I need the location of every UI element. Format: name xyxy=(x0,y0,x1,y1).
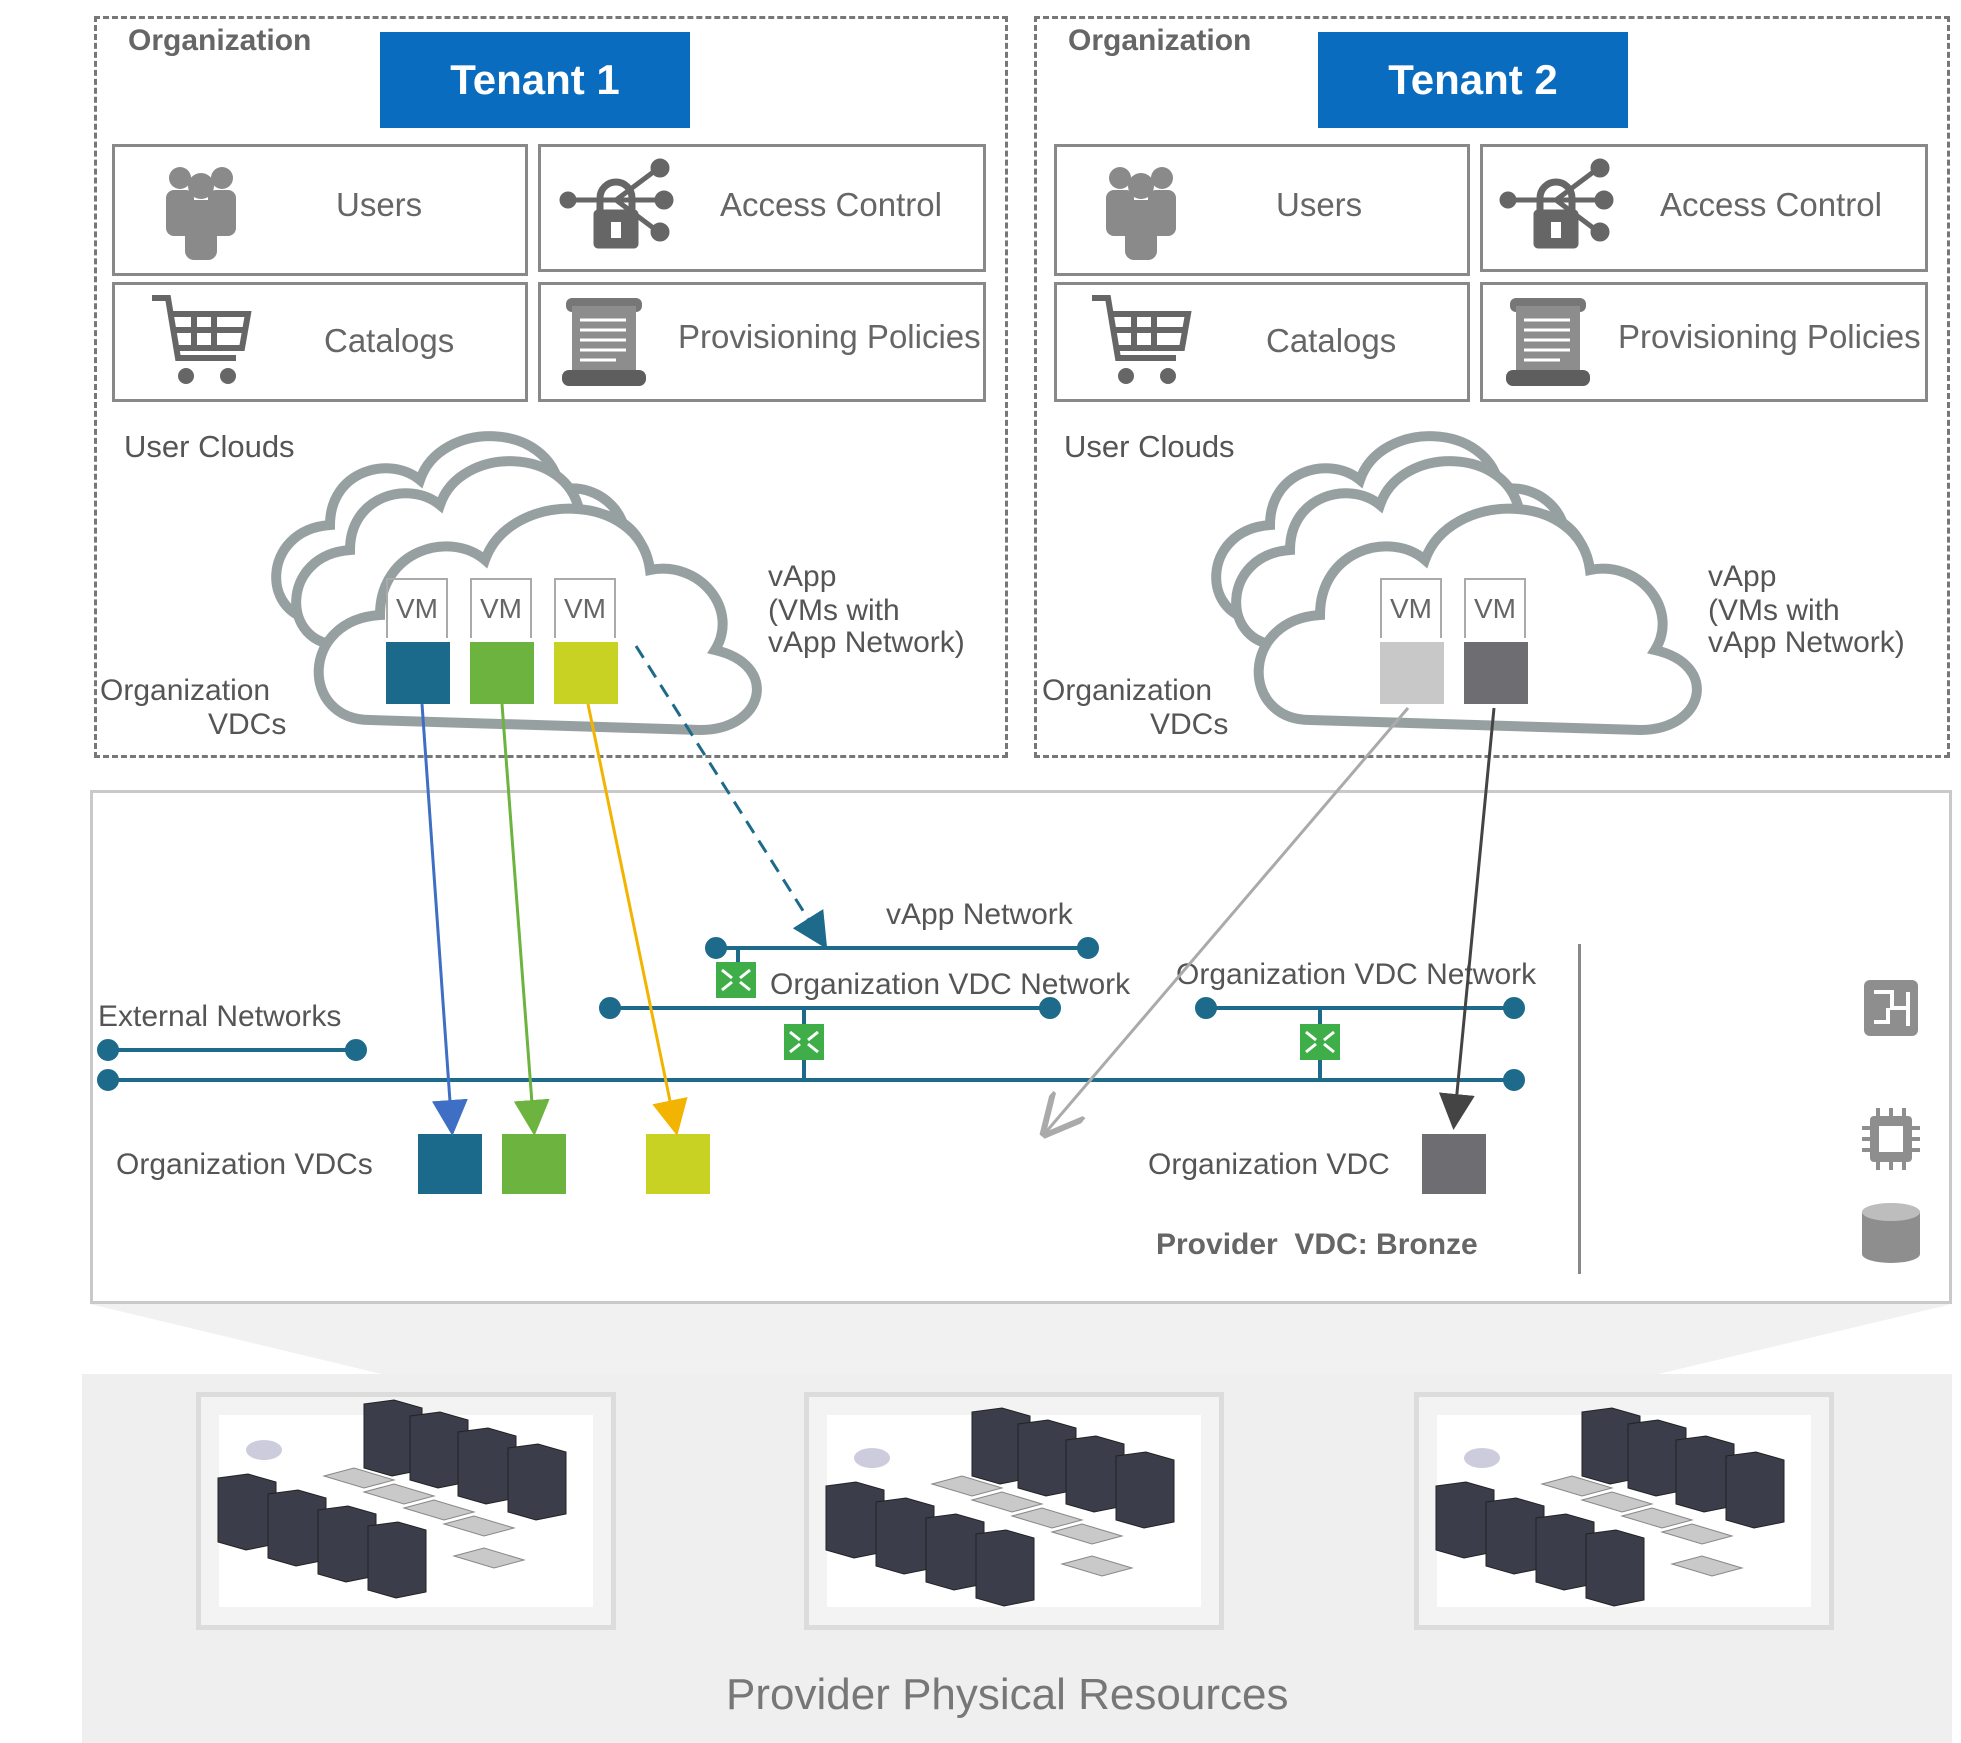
provider-vdc-green-square xyxy=(502,1134,566,1194)
tenant2-provisioning-policies-label: Provisioning Policies xyxy=(1618,318,1921,355)
tenant1-catalogs-label: Catalogs xyxy=(324,322,455,359)
network-resource-icon xyxy=(1864,980,1918,1036)
arrow-vapp-dashed xyxy=(634,645,828,950)
edge-gateway-icon xyxy=(784,1024,824,1060)
provider-vdc-darkgray-square xyxy=(1422,1134,1486,1194)
organization-vdc-label: Organization VDC xyxy=(1148,1148,1390,1181)
org-vdc-network-1-label: Organization VDC Network xyxy=(770,968,1131,1001)
tenant1-vapp-line2: (VMs with xyxy=(768,594,900,627)
tenant2-users-label: Users xyxy=(1276,186,1363,223)
tenant1-orgvdcs-line2: VDCs xyxy=(208,708,287,741)
tenant1-organization-label: Organization xyxy=(128,24,312,57)
access-control-icon xyxy=(559,158,674,249)
tenant2-vdc-darkgray-square xyxy=(1464,642,1528,704)
tenant2-catalogs-label: Catalogs xyxy=(1266,322,1397,359)
access-control-icon xyxy=(1499,158,1614,249)
vapp-network-label: vApp Network xyxy=(886,898,1073,931)
arrow-gray xyxy=(1046,707,1410,1132)
provider-vdc-panel xyxy=(90,790,1952,1304)
tenant2-vm-2: VM xyxy=(1464,578,1526,638)
tenant1-vdc-yellow-square xyxy=(554,642,618,704)
scroll-document-icon xyxy=(1506,298,1590,386)
tenant1-user-clouds-label: User Clouds xyxy=(124,429,295,464)
tenant2-vapp-line2: (VMs with xyxy=(1708,594,1840,627)
provider-vdc-bronze-label: Provider VDC: Bronze xyxy=(1156,1228,1478,1261)
tenant1-access-control-label: Access Control xyxy=(720,186,942,223)
tenant1-vapp-line1: vApp xyxy=(768,560,837,593)
tenant1-vm-2: VM xyxy=(470,578,532,638)
storage-icon xyxy=(1862,1203,1920,1263)
tenant2-vapp-line1: vApp xyxy=(1708,560,1777,593)
tenant1-organization-box xyxy=(94,16,1008,758)
tenant1-title: Tenant 1 xyxy=(380,32,690,128)
shopping-cart-icon xyxy=(1092,295,1192,384)
tenant2-access-control-card xyxy=(1480,144,1928,272)
server-racks-icon xyxy=(217,1399,567,1599)
arrow-blue xyxy=(420,703,468,1136)
arrow-green xyxy=(500,703,550,1136)
tenant2-orgvdcs-line1: Organization xyxy=(1042,674,1213,707)
tenant1-access-control-card xyxy=(538,144,986,272)
tenant1-vapp-line3: vApp Network) xyxy=(768,626,965,659)
scroll-document-icon xyxy=(562,298,646,386)
tenant2-access-control-label: Access Control xyxy=(1660,186,1882,223)
tenant1-cloud-stack-icon xyxy=(271,431,762,736)
tenant2-vapp-line3: vApp Network) xyxy=(1708,626,1905,659)
tenant1-users-card xyxy=(112,144,528,276)
tenant2-organization-box xyxy=(1034,16,1950,758)
tenant1-users-label: Users xyxy=(336,186,423,223)
shopping-cart-icon xyxy=(152,295,252,384)
funnel-shade xyxy=(90,1304,1952,1376)
edge-gateway-icon xyxy=(1300,1024,1340,1060)
arrow-dark xyxy=(1438,707,1496,1130)
edge-gateway-icon xyxy=(716,962,756,998)
tenant2-user-clouds-label: User Clouds xyxy=(1064,429,1235,464)
tenant2-organization-label: Organization xyxy=(1068,24,1252,57)
tenant1-vdc-blue-square xyxy=(386,642,450,704)
tenant1-vdc-green-square xyxy=(470,642,534,704)
tenant1-orgvdcs-line1: Organization xyxy=(100,674,271,707)
external-networks-label: External Networks xyxy=(98,1000,342,1033)
tenant2-cloud-stack-icon xyxy=(1211,431,1702,736)
users-icon xyxy=(166,167,236,260)
tenant2-title: Tenant 2 xyxy=(1318,32,1628,128)
org-vdc-network-2-label: Organization VDC Network xyxy=(1176,958,1537,991)
tenant2-vdc-lightgray-square xyxy=(1380,642,1444,704)
arrow-yellow xyxy=(586,703,688,1136)
cpu-icon xyxy=(1862,1108,1920,1170)
users-icon xyxy=(1106,167,1176,260)
tenant1-vm-1: VM xyxy=(386,578,448,638)
tenant1-provisioning-policies-label: Provisioning Policies xyxy=(678,318,981,355)
provider-vdc-blue-square xyxy=(418,1134,482,1194)
server-racks-icon xyxy=(1435,1407,1785,1607)
server-racks-icon xyxy=(825,1407,1175,1607)
provider-vdc-yellow-square xyxy=(646,1134,710,1194)
provider-physical-resources-title: Provider Physical Resources xyxy=(726,1670,1289,1719)
tenant1-vm-3: VM xyxy=(554,578,616,638)
organization-vdcs-label: Organization VDCs xyxy=(116,1148,373,1181)
tenant2-vm-1: VM xyxy=(1380,578,1442,638)
tenant2-orgvdcs-line2: VDCs xyxy=(1150,708,1229,741)
provider-divider xyxy=(1578,944,1581,1274)
